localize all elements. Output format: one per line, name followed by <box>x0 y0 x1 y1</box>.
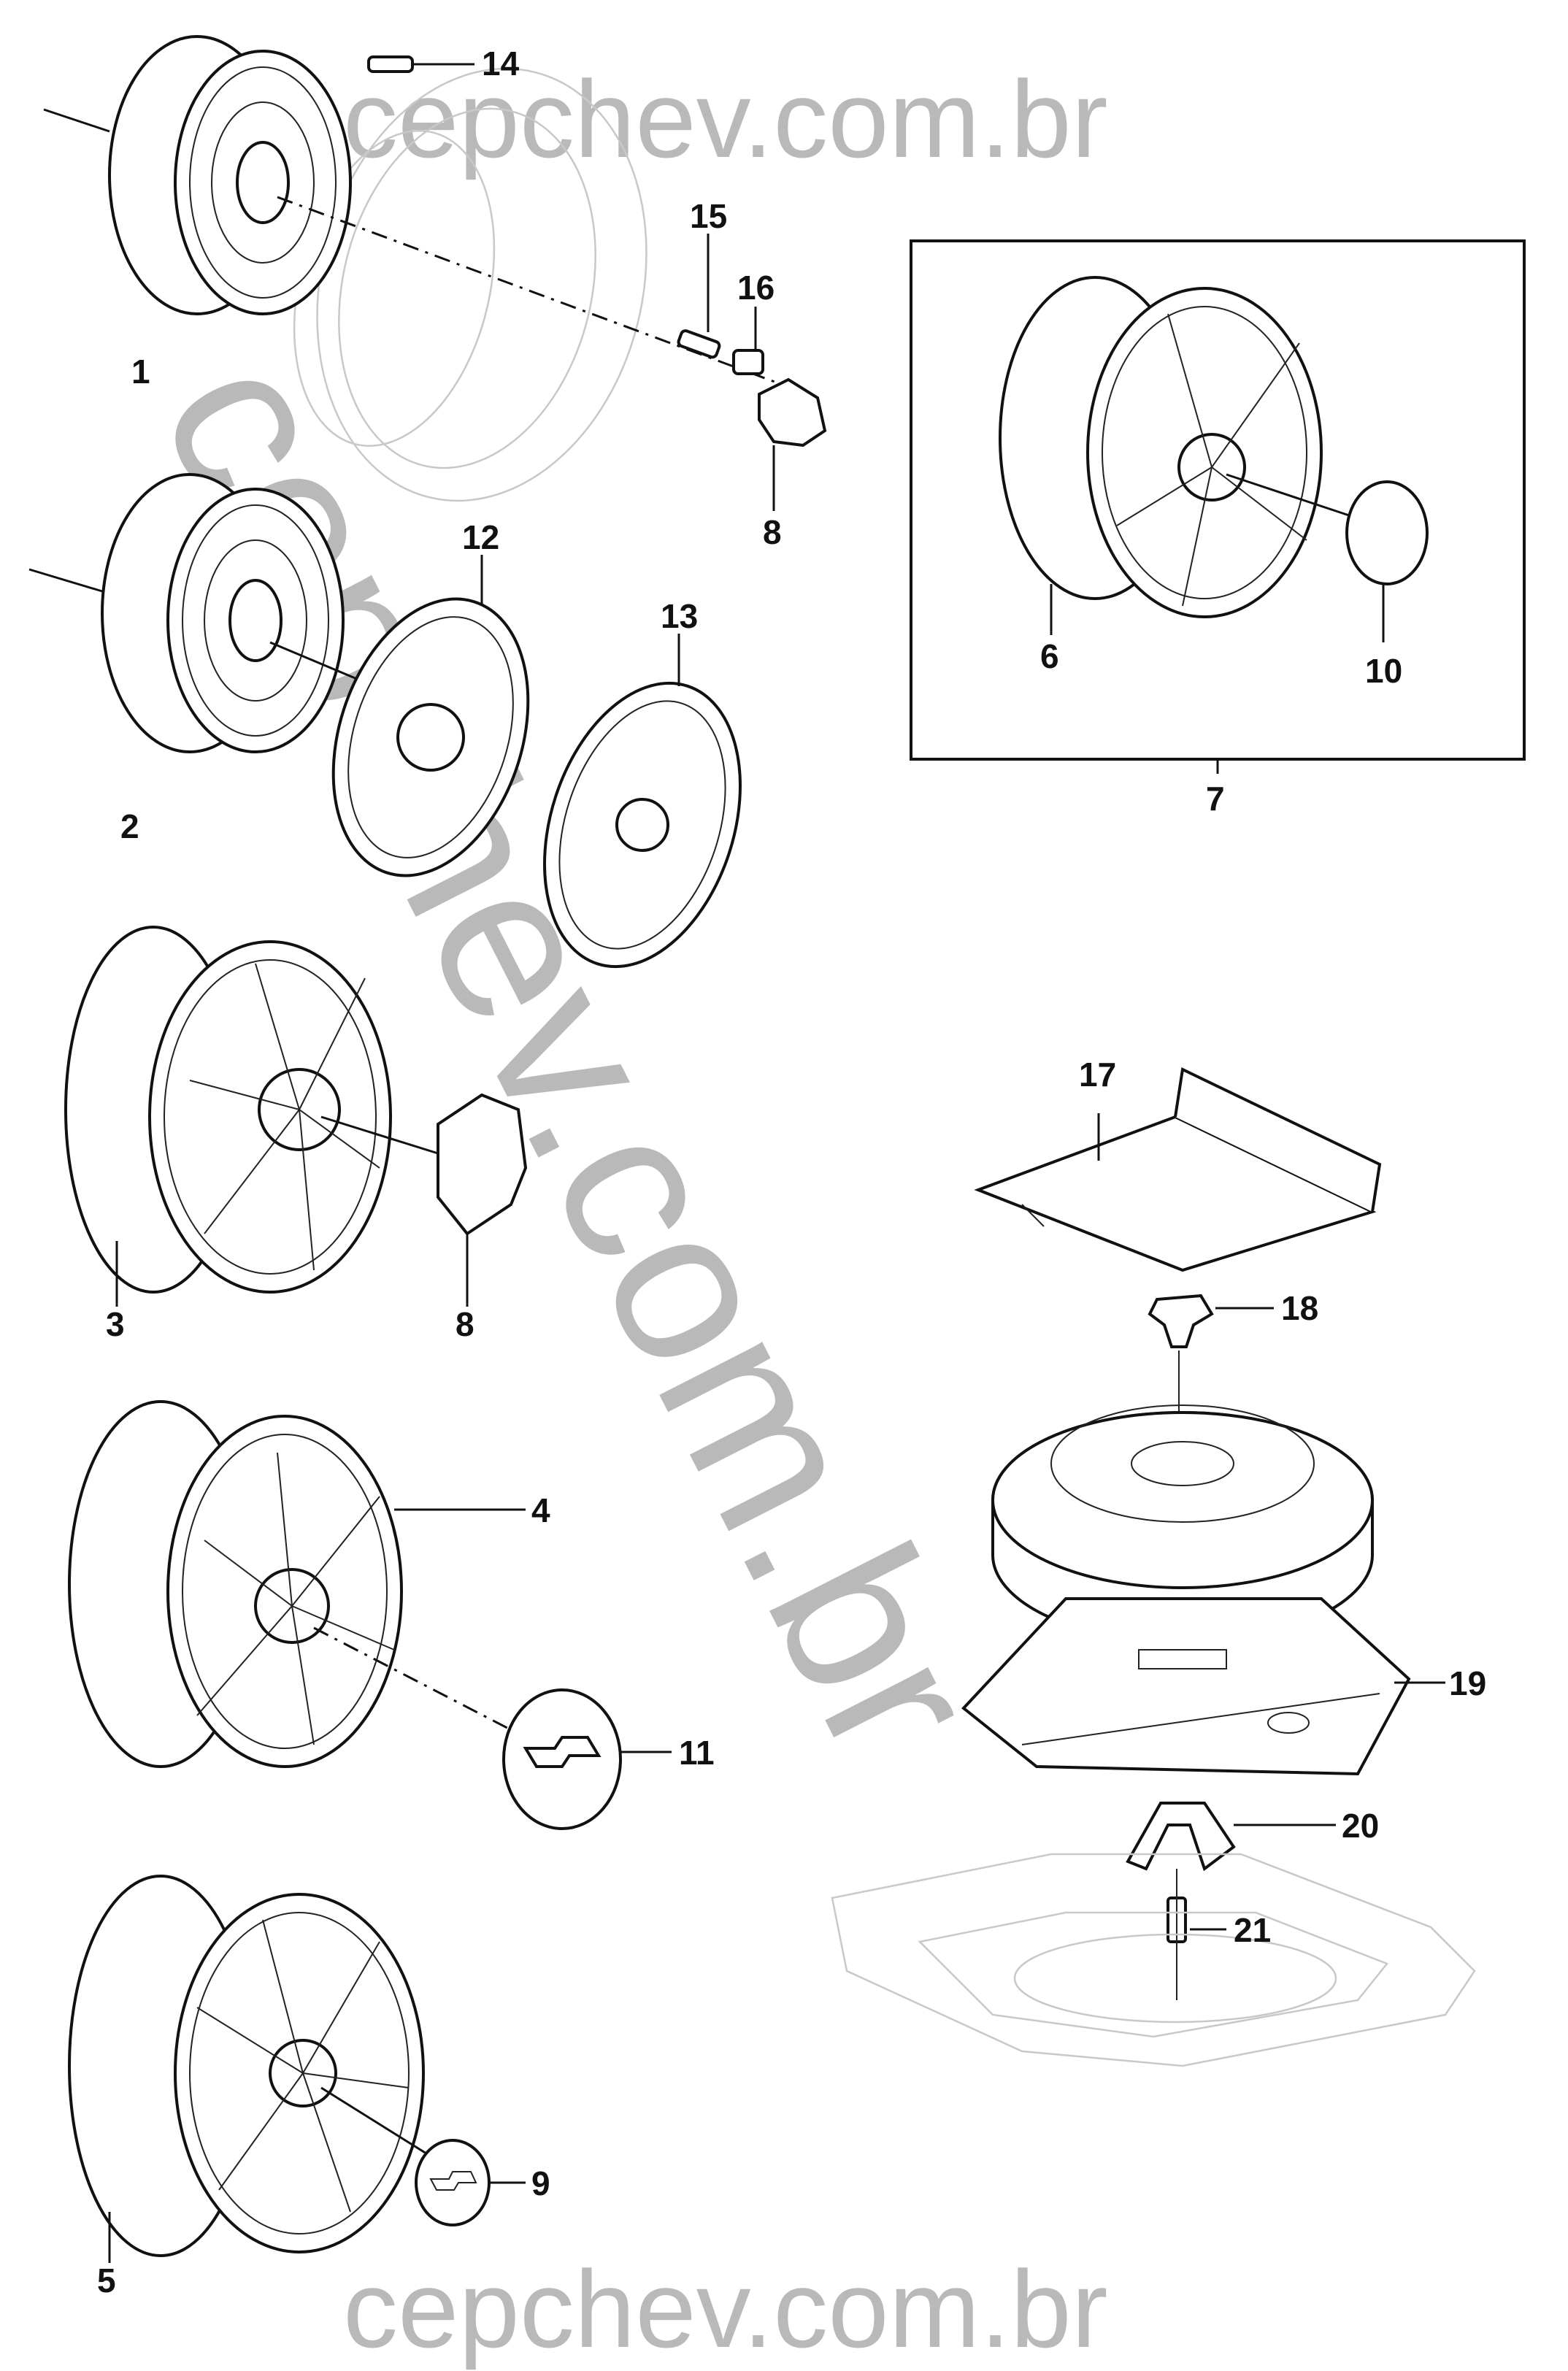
steel-wheel-with-tire <box>43 35 789 502</box>
callout-17: 17 <box>1079 1056 1116 1094</box>
alloy-wheel-5 <box>68 1875 439 2263</box>
callout-15: 15 <box>690 197 727 235</box>
kit-box-7 <box>910 239 1526 774</box>
callout-2: 2 <box>120 807 139 845</box>
callout-9: 9 <box>531 2164 550 2202</box>
callout-13: 13 <box>661 597 698 635</box>
callout-1: 1 <box>131 353 150 391</box>
emblem-cap-11 <box>502 1688 672 1830</box>
center-cap-8-mid <box>437 1093 528 1307</box>
hub-cap-13 <box>543 634 742 969</box>
watermark-bottom: cepchev.com.br <box>343 2248 1108 2370</box>
callout-19: 19 <box>1449 1664 1486 1702</box>
watermark-top: cepchev.com.br <box>343 58 1108 180</box>
callout-16: 16 <box>737 269 775 307</box>
callout-21: 21 <box>1234 1911 1271 1949</box>
callout-3: 3 <box>106 1305 125 1343</box>
callout-20: 20 <box>1342 1807 1379 1845</box>
callout-6: 6 <box>1040 637 1059 675</box>
callout-10: 10 <box>1365 652 1402 690</box>
callout-5: 5 <box>97 2262 116 2299</box>
center-cap-8-top <box>758 377 827 511</box>
wheel-bolt-14 <box>367 55 474 73</box>
callout-11: 11 <box>679 1734 715 1772</box>
trunk-floor-outline <box>831 1853 1476 2067</box>
valve-cap-16 <box>732 307 764 375</box>
trunk-mat-17 <box>974 1067 1382 1272</box>
callout-18: 18 <box>1281 1289 1318 1327</box>
valve-stem-15 <box>677 234 721 359</box>
alloy-wheel-4 <box>68 1400 526 1768</box>
callout-8-top: 8 <box>763 513 782 551</box>
emblem-cap-9 <box>415 2139 526 2226</box>
alloy-wheel-3 <box>64 926 439 1307</box>
steel-wheel-2 <box>28 473 410 753</box>
callout-7: 7 <box>1206 780 1225 818</box>
hub-cap-12 <box>331 555 530 877</box>
bracket-20 <box>1126 1802 1336 1872</box>
callout-14: 14 <box>482 45 520 82</box>
floor-panel-19 <box>961 1597 1445 1776</box>
callout-12: 12 <box>462 518 499 556</box>
callout-4: 4 <box>531 1491 550 1529</box>
callout-8-mid: 8 <box>456 1305 474 1343</box>
